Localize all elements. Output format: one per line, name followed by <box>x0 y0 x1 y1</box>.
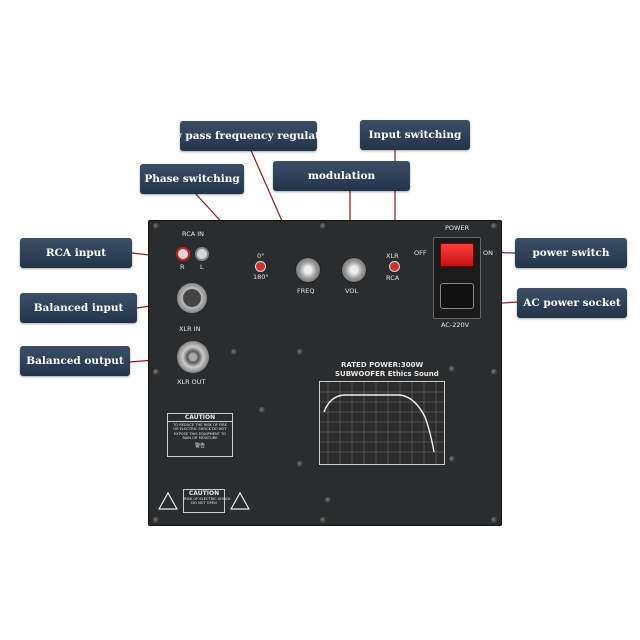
xlr-out-label: XLR OUT <box>177 378 206 386</box>
screw <box>153 517 159 523</box>
phase-toggle-switch[interactable] <box>255 261 266 272</box>
vol-label: VOL <box>345 287 359 295</box>
power-rocker-switch[interactable] <box>440 243 474 267</box>
screw <box>259 407 265 413</box>
screw <box>231 349 237 355</box>
callout-modulation: modulation <box>273 161 410 191</box>
on-label: ON <box>483 249 493 257</box>
callout-input-switching: Input switching <box>360 120 470 150</box>
off-label: OFF <box>414 249 427 257</box>
screw <box>449 456 455 462</box>
screw <box>297 349 303 355</box>
screw <box>320 223 326 229</box>
shock-caution-line2: DO NOT OPEN <box>191 501 217 505</box>
subwoofer-label: SUBWOOFER Ethics Sound <box>335 370 439 378</box>
warning-triangle-icon <box>157 491 179 510</box>
screw <box>449 366 455 372</box>
screw <box>325 497 331 503</box>
rca-in-label: RCA IN <box>182 230 205 238</box>
screw <box>491 517 497 523</box>
rca-r-label: R <box>180 263 185 271</box>
callout-low-pass-frequency: Low pass frequency regulation <box>158 121 339 151</box>
shock-caution-title: CAUTION <box>188 490 220 497</box>
amplifier-panel: RCA IN R L XLR IN XLR OUT 0° 180° FREQ V… <box>148 220 502 526</box>
xlr-out-connector[interactable] <box>177 341 209 373</box>
callout-ac-power-socket: AC power socket <box>517 288 627 318</box>
frequency-curve <box>320 382 444 464</box>
screw <box>320 517 326 523</box>
rca-switch-label: RCA <box>386 274 400 282</box>
callout-balanced-input: Balanced input <box>20 293 137 323</box>
xlr-in-label: XLR IN <box>179 325 201 333</box>
caution-label: CAUTION TO REDUCE THE RISK OF FIRE OR EL… <box>167 413 233 457</box>
callout-phase-switching: Phase switching <box>140 164 244 194</box>
ac-power-socket[interactable] <box>440 283 474 309</box>
callout-power-switch: power switch <box>515 238 627 268</box>
shock-caution-line1: RISK OF ELECTRIC SHOCK <box>184 497 231 501</box>
warning-triangles <box>157 491 251 510</box>
caution-body: TO REDUCE THE RISK OF FIRE OR ELECTRIC S… <box>173 423 227 441</box>
phase-0-label: 0° <box>257 252 265 260</box>
callout-rca-input: RCA input <box>20 238 132 268</box>
power-label: POWER <box>445 224 470 232</box>
rca-l-label: L <box>200 263 204 271</box>
input-toggle-switch[interactable] <box>389 261 400 272</box>
freq-knob[interactable] <box>295 257 321 283</box>
phase-180-label: 180° <box>253 273 269 281</box>
screw <box>153 369 159 375</box>
ac-voltage-label: AC-220V <box>441 321 470 329</box>
screw <box>491 369 497 375</box>
freq-label: FREQ <box>297 287 315 295</box>
vol-knob[interactable] <box>341 257 367 283</box>
rca-jack-right[interactable] <box>176 247 190 261</box>
frequency-response-graph <box>319 381 445 465</box>
screw <box>153 223 159 229</box>
rca-jack-left[interactable] <box>195 247 209 261</box>
callout-balanced-output: Balanced output <box>20 346 130 376</box>
xlr-in-connector[interactable] <box>177 283 207 313</box>
caution-title: CAUTION <box>168 414 232 422</box>
screw <box>297 461 303 467</box>
screw <box>491 223 497 229</box>
rated-power-label: RATED POWER:300W <box>341 361 424 369</box>
warning-cn: 警告 <box>194 442 205 449</box>
shock-caution-label: CAUTION RISK OF ELECTRIC SHOCK DO NOT OP… <box>183 489 231 513</box>
warning-triangle-icon <box>229 491 251 510</box>
xlr-switch-label: XLR <box>386 252 399 260</box>
